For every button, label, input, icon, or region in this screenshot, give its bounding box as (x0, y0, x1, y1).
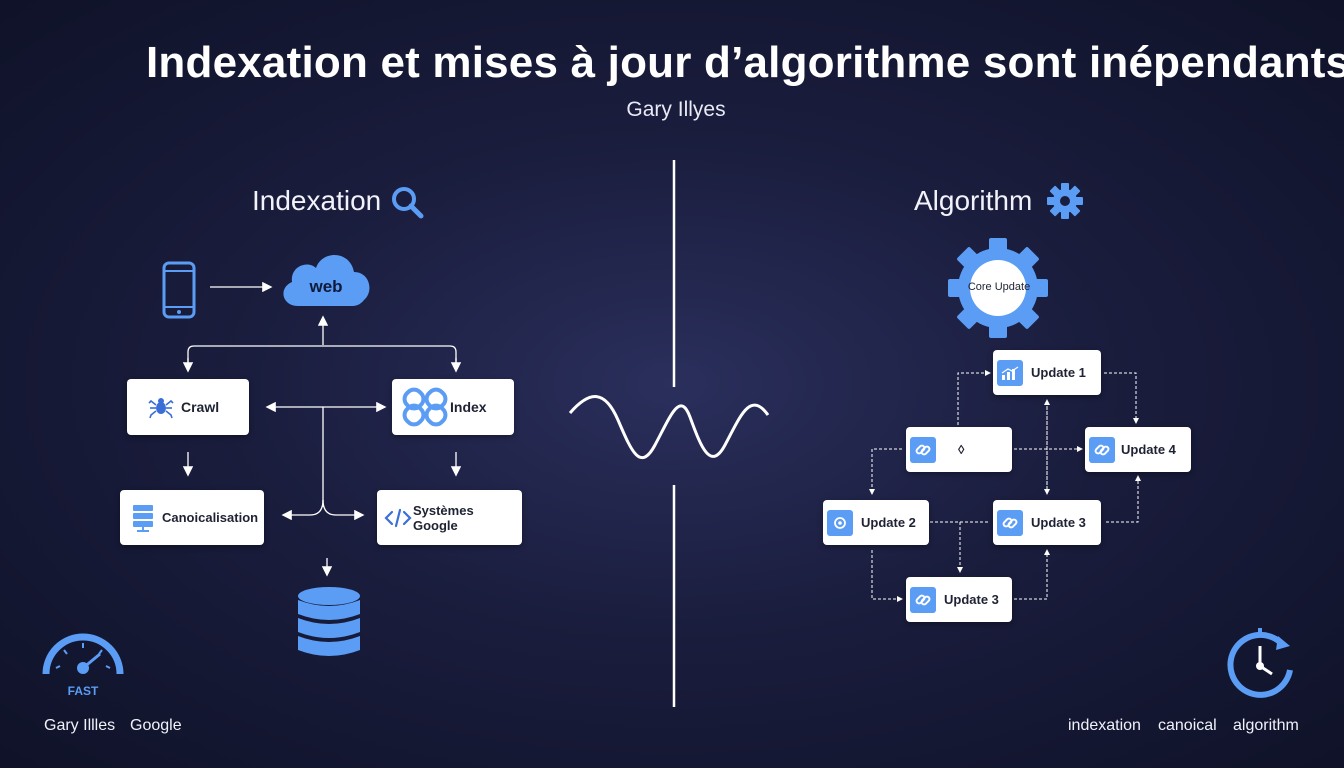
update-3-label: Update 3 (1031, 515, 1086, 530)
center-divider (568, 160, 770, 707)
core-update-gear-icon (948, 238, 1048, 338)
crawl-box: Crawl (127, 379, 249, 435)
link-icon (910, 436, 936, 463)
refresh-icon (827, 509, 853, 536)
link-icon (910, 586, 936, 613)
chart-icon (997, 359, 1023, 386)
footer-algorithm: algorithm (1233, 717, 1299, 734)
speedometer-icon (42, 633, 124, 675)
index-box: Index (392, 379, 514, 435)
clock-icon (1227, 628, 1293, 698)
update-1-label: Update 1 (1031, 365, 1086, 380)
web-cloud-icon (283, 254, 370, 306)
phone-icon (162, 261, 196, 319)
footer-canonical: canoical (1158, 717, 1217, 734)
update-link-label: ◊ (958, 442, 965, 457)
link-chain-icon (400, 387, 450, 427)
web-cloud-label: web (309, 277, 343, 296)
gear-icon (1047, 183, 1083, 219)
update-2-label: Update 2 (861, 515, 916, 530)
footer-google: Google (130, 717, 182, 734)
update-link-box: ◊ (906, 427, 1012, 472)
update-4-box: Update 4 (1085, 427, 1191, 472)
update-2-box: Update 2 (823, 500, 929, 545)
subtitle: Gary Illyes (626, 98, 726, 121)
indexation-heading: Indexation (252, 185, 382, 216)
update-3-bottom-box: Update 3 (906, 577, 1012, 622)
speedometer-label: FAST (67, 684, 99, 698)
canonicalisation-box: Canoicalisation (120, 490, 264, 545)
page-title: Indexation et mises à jour d’algorithme … (146, 38, 1344, 87)
link-icon (1089, 436, 1115, 463)
code-icon (383, 508, 413, 527)
systemes-google-label: Systèmes Google (412, 502, 474, 533)
update-4-label: Update 4 (1121, 442, 1176, 457)
update-3-box: Update 3 (993, 500, 1101, 545)
systemes-google-box: Systèmes Google (377, 490, 522, 545)
footer-indexation: indexation (1068, 717, 1141, 734)
update-3-bottom-label: Update 3 (944, 592, 999, 607)
canonicalisation-label: Canoicalisation (162, 510, 259, 525)
index-label: Index (450, 399, 487, 415)
update-1-box: Update 1 (993, 350, 1101, 395)
core-update-label: Core Update (967, 281, 1031, 293)
database-icon (298, 587, 360, 656)
footer-author: Gary Illles (44, 717, 116, 734)
crawl-label: Crawl (181, 399, 220, 415)
link-icon (997, 509, 1023, 536)
server-icon (128, 504, 158, 532)
algorithm-heading: Algorithm (914, 185, 1033, 216)
spider-icon (141, 394, 181, 420)
wave-line (568, 395, 770, 460)
search-icon (392, 187, 424, 219)
